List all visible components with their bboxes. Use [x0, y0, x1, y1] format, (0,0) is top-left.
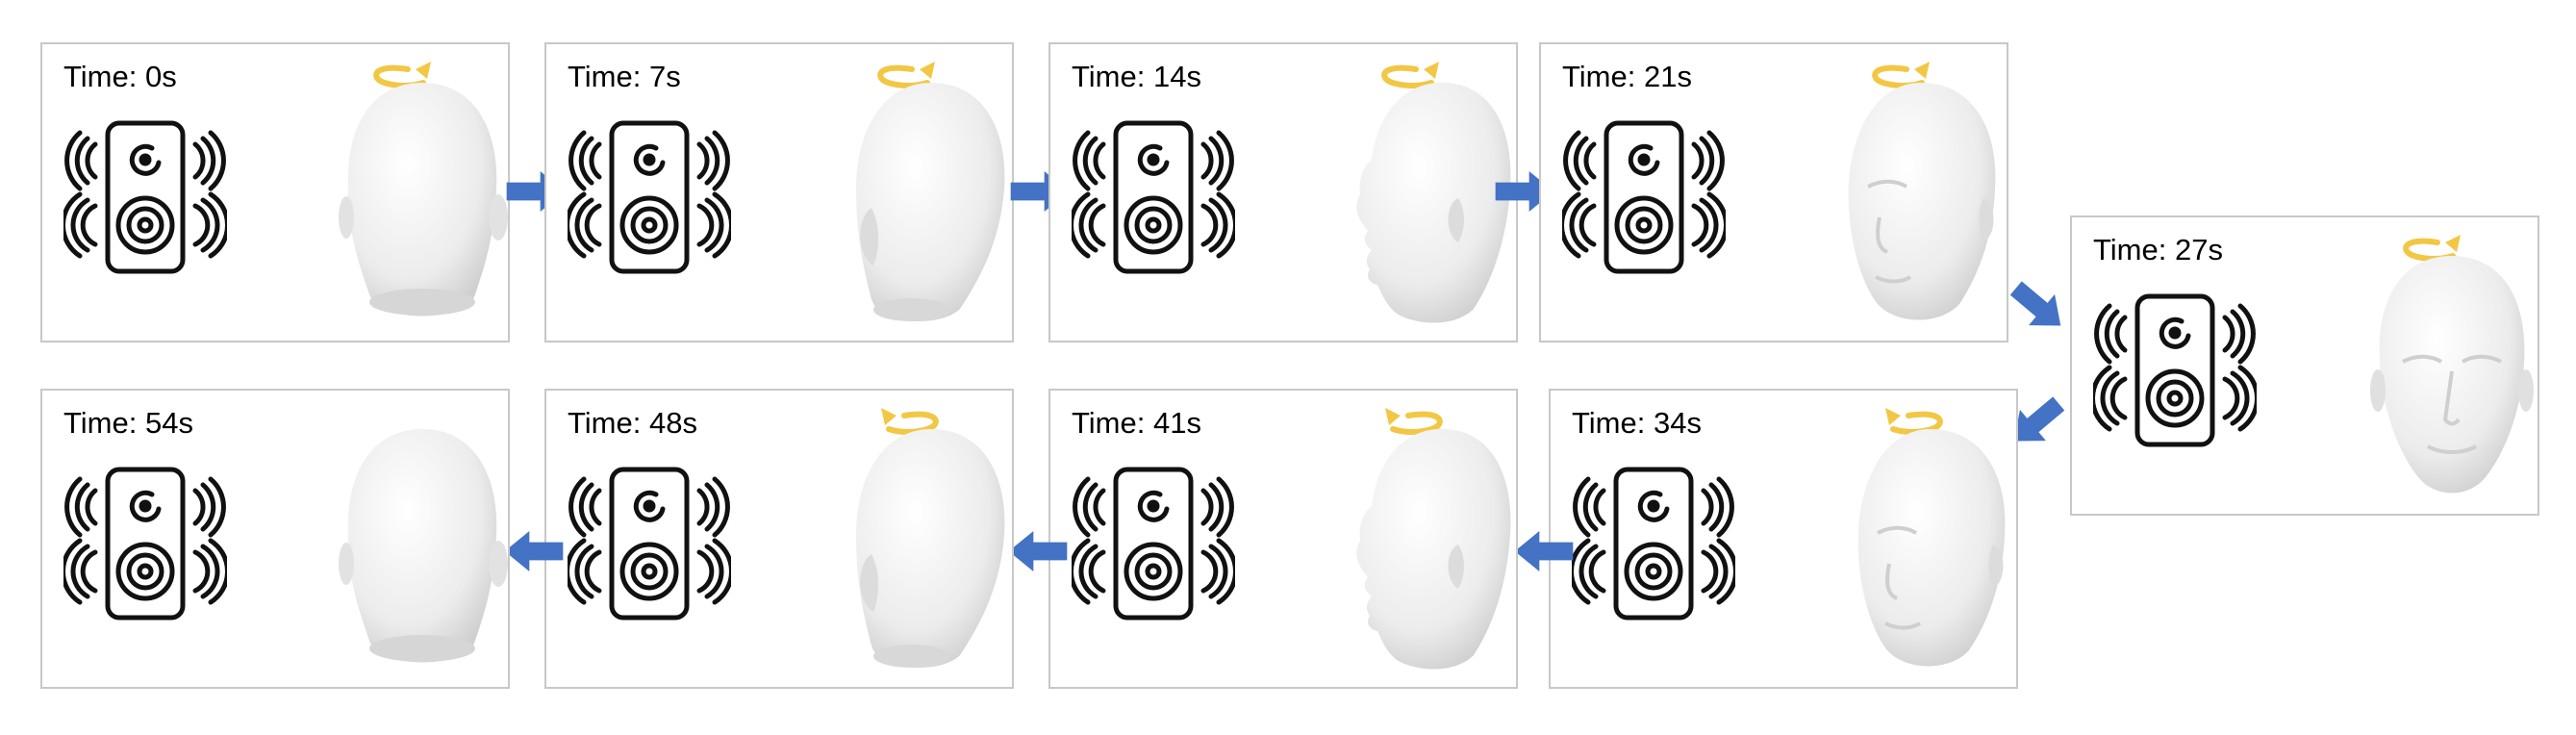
speaker-icon [1572, 462, 1735, 625]
head-back-view [339, 83, 508, 317]
time-label: Time: 54s [63, 406, 193, 440]
frame-t14: Time: 14s [1048, 42, 1518, 342]
speaker-icon [1072, 462, 1235, 625]
time-label: Time: 0s [63, 60, 177, 93]
time-label: Time: 21s [1562, 60, 1692, 93]
frame-t48: Time: 48s [544, 389, 1014, 689]
speaker-icon [1562, 115, 1726, 279]
time-label: Time: 14s [1072, 60, 1201, 93]
head-front-three-quarter-view [1848, 83, 1996, 320]
time-label: Time: 34s [1572, 406, 1702, 440]
head-front-three-quarter-view [1857, 429, 2006, 667]
time-label: Time: 41s [1072, 406, 1201, 440]
speaker-icon [2093, 289, 2257, 452]
frame-t41: Time: 41s [1048, 389, 1518, 689]
frame-t27: Time: 27s [2070, 215, 2539, 516]
frame-t21: Time: 21s [1539, 42, 2008, 342]
frame-t7: Time: 7s [544, 42, 1014, 342]
head-back-three-quarter-view [856, 83, 1005, 321]
frame-t54: Time: 54s [40, 389, 510, 689]
speaker-icon [568, 462, 731, 625]
speaker-icon [63, 115, 227, 279]
time-label: Time: 27s [2093, 233, 2223, 266]
head-left-profile-view [1356, 82, 1511, 323]
head-front-view [2370, 256, 2534, 494]
frame-t34: Time: 34s [1549, 389, 2018, 689]
head-back-view [339, 429, 508, 663]
time-label: Time: 48s [568, 406, 697, 440]
down-right-arrow-icon [2005, 273, 2072, 341]
frame-t0: Time: 0s [40, 42, 510, 342]
head-left-profile-view [1356, 428, 1511, 670]
speaker-icon [1072, 115, 1235, 279]
time-label: Time: 7s [568, 60, 681, 93]
speaker-icon [63, 462, 227, 625]
head-back-three-quarter-view [856, 429, 1005, 668]
speaker-icon [568, 115, 731, 279]
